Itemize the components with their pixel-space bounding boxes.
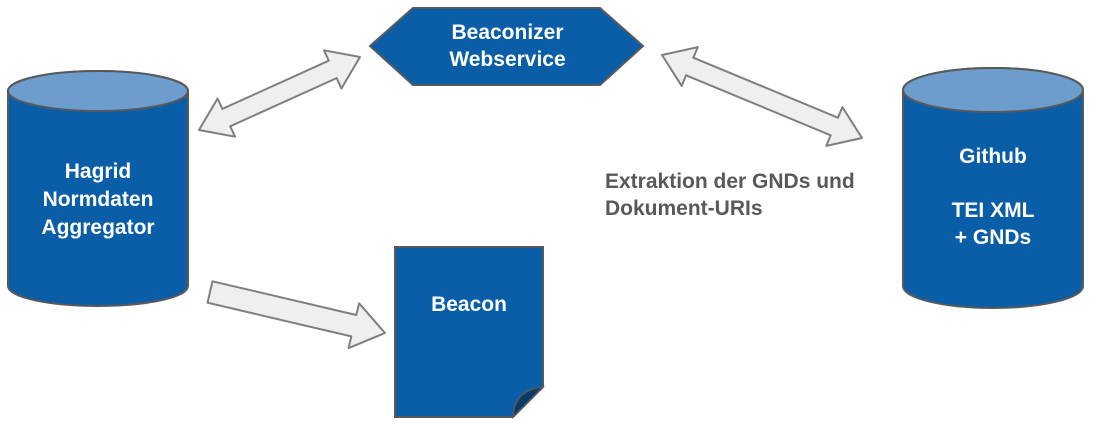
beaconizer-label: Beaconizer Webservice xyxy=(372,19,643,73)
github-label-line: TEI XML xyxy=(951,199,1035,222)
beaconizer-label-line: Beaconizer xyxy=(451,21,564,44)
beacon-label-line: Beacon xyxy=(431,293,507,316)
node-hagrid-cylinder xyxy=(7,70,189,307)
annotation-line: Dokument-URIs xyxy=(605,197,763,220)
node-beaconizer-hexagon xyxy=(368,7,645,86)
github-label-title: Github xyxy=(903,143,1083,170)
node-beacon-document xyxy=(394,246,546,419)
github-label-line: + GNDs xyxy=(954,226,1032,249)
hagrid-cylinder-top xyxy=(7,70,189,112)
node-github-cylinder xyxy=(902,67,1084,309)
annotation-text: Extraktion der GNDs und Dokument-URIs xyxy=(605,168,905,222)
hagrid-label-line: Aggregator xyxy=(41,216,155,239)
beacon-document-fold xyxy=(512,386,546,419)
annotation-line: Extraktion der GNDs und xyxy=(605,170,855,193)
arrow-beaconizer-github xyxy=(661,46,863,147)
hagrid-label-line: Hagrid xyxy=(64,160,132,183)
beacon-document-page xyxy=(394,246,544,418)
arrow-hagrid-beacon xyxy=(206,280,386,350)
hagrid-label-line: Normdaten xyxy=(42,188,154,211)
beacon-label: Beacon xyxy=(395,293,543,317)
hagrid-label: Hagrid Normdaten Aggregator xyxy=(8,158,188,242)
github-cylinder-top xyxy=(902,67,1084,113)
github-label-sub: TEI XML + GNDs xyxy=(903,197,1083,251)
arrow-hagrid-beaconizer xyxy=(198,49,361,138)
beaconizer-label-line: Webservice xyxy=(449,48,566,71)
github-label-line: Github xyxy=(959,145,1027,168)
